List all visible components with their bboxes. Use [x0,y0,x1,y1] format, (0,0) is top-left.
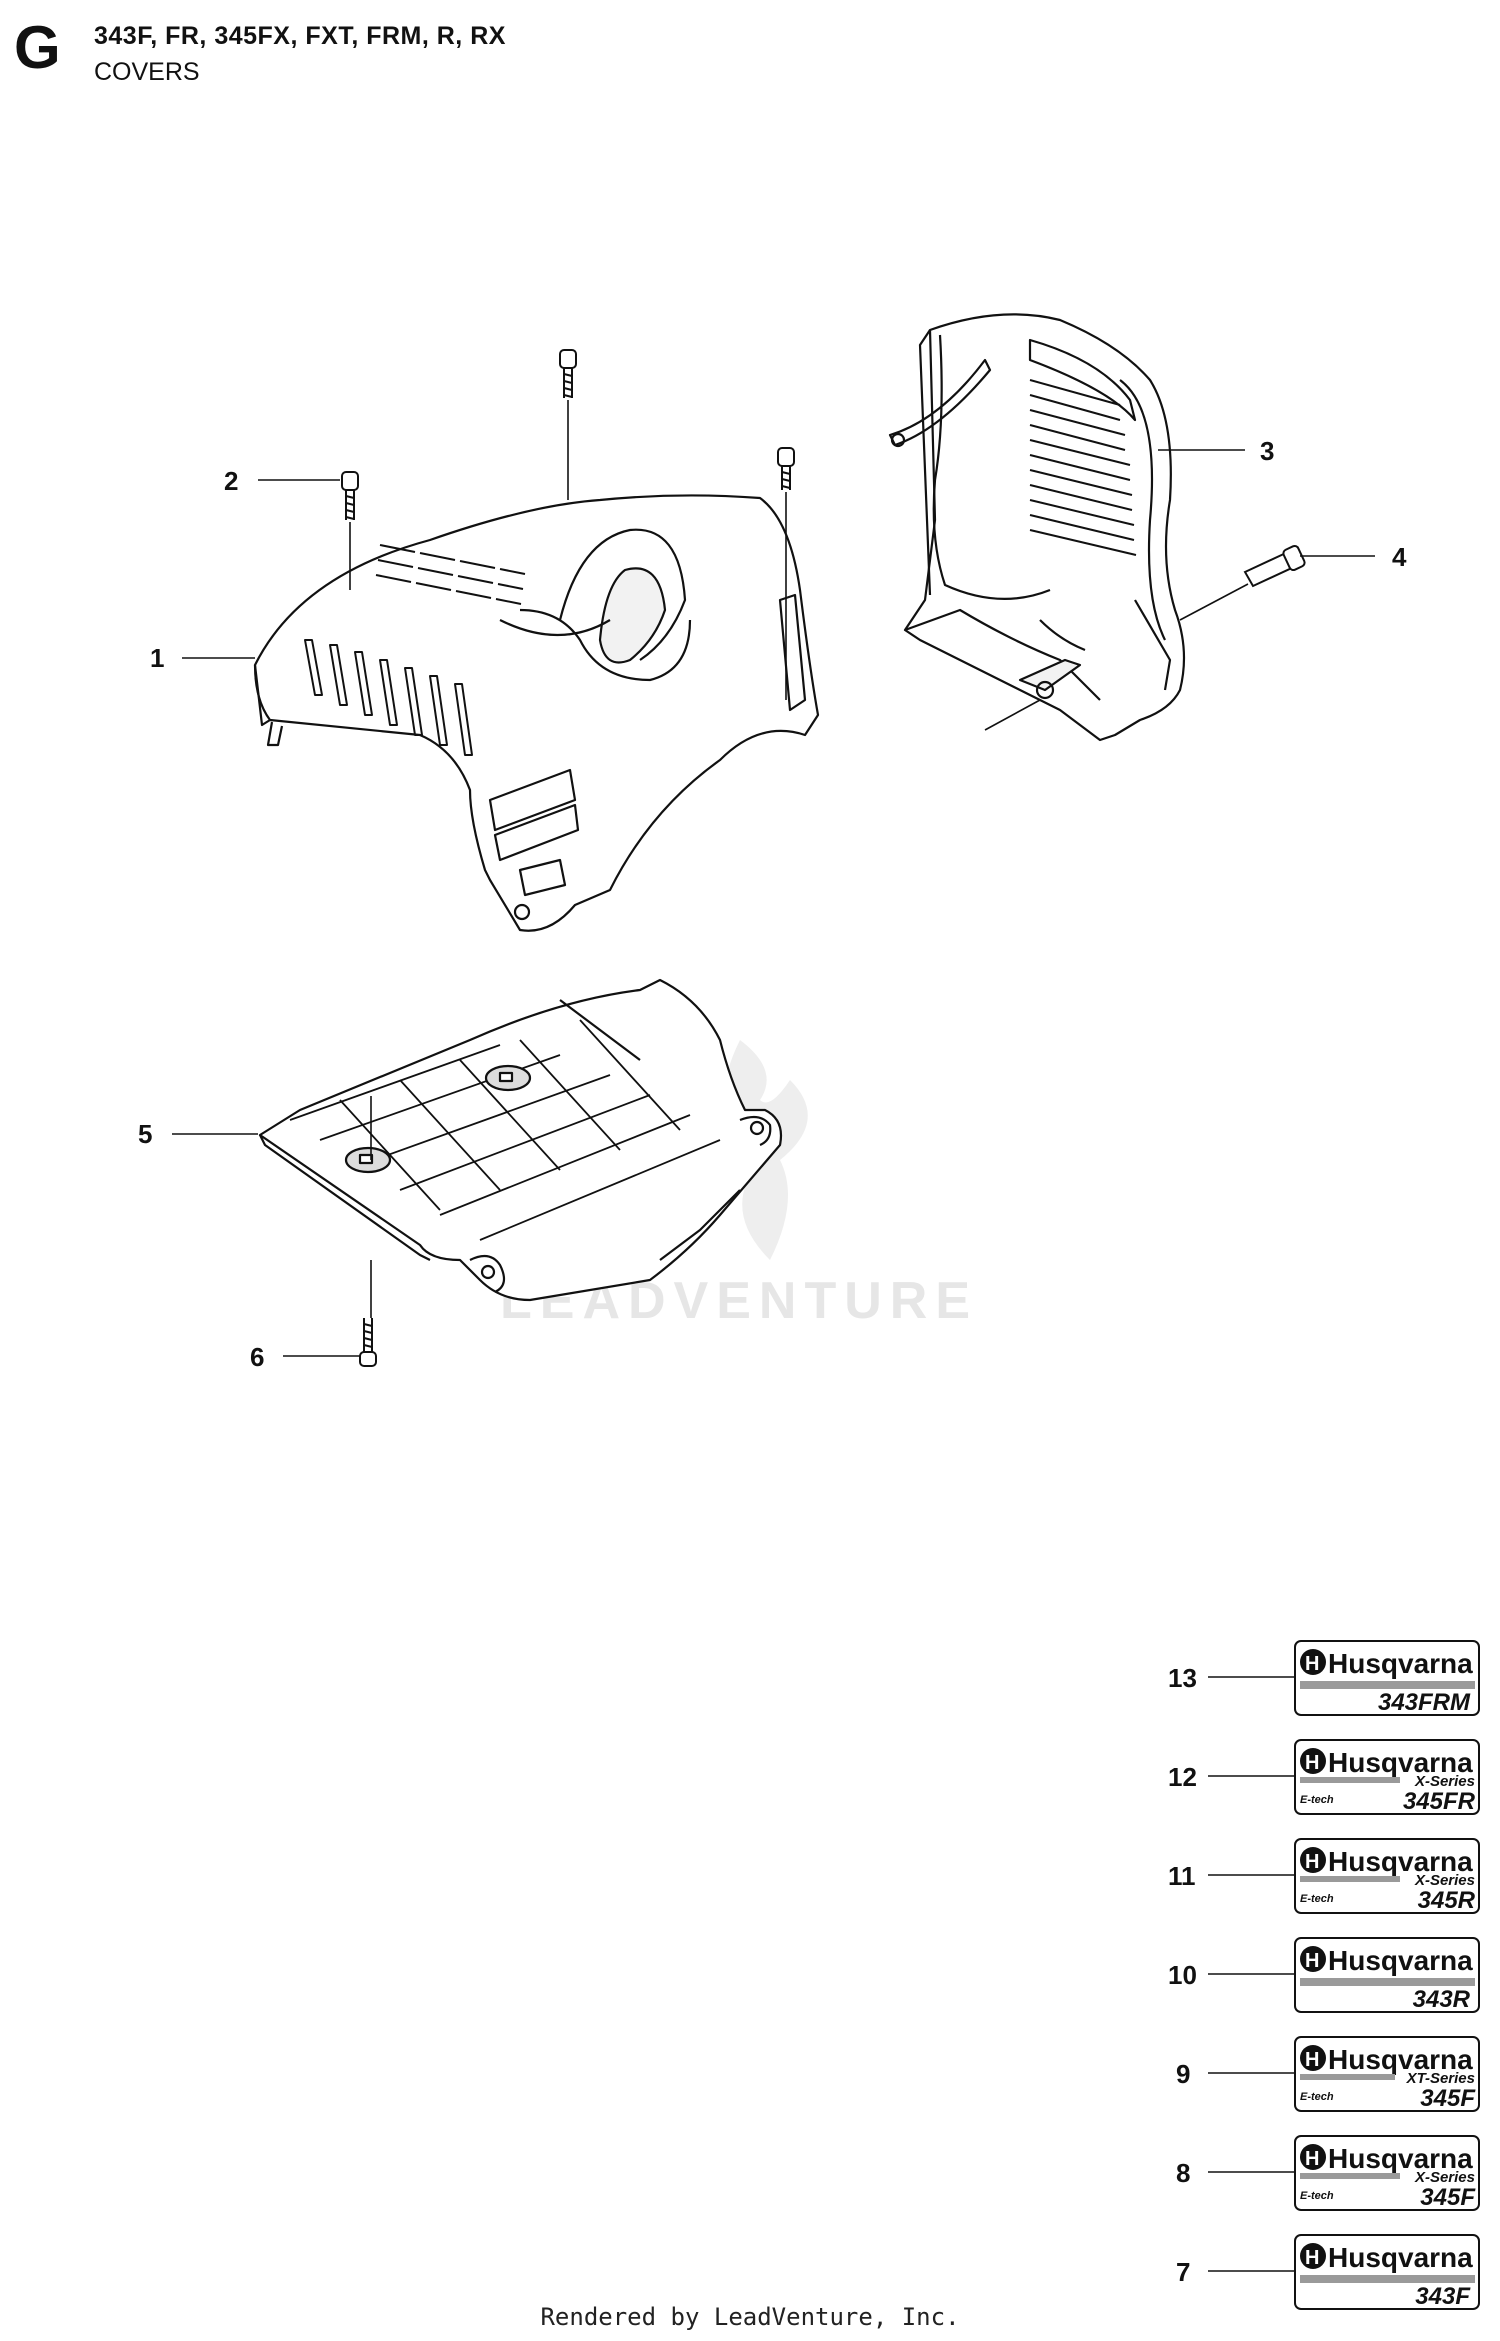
section-letter: G [14,14,61,81]
decal-model: 343FRM [1378,1689,1471,1716]
screw-part-6 [359,1318,377,1367]
decal-brand: Husqvarna [1328,1945,1473,1976]
decal-etech: E-tech [1300,2091,1334,2103]
svg-text:H: H [1305,2148,1319,2170]
decal-model: 345FR [1403,1788,1476,1815]
decal-model: 343R [1413,1986,1471,2013]
svg-text:H: H [1305,1752,1319,1774]
husqvarna-logo-icon: H [1300,2144,1326,2170]
engine-cover-part-1 [253,494,820,932]
decal-10: 10 H Husqvarna 343R [1168,1937,1480,2013]
decal-etech: E-tech [1300,2190,1334,2202]
husqvarna-logo-icon: H [1300,2045,1326,2071]
screw-right [777,447,795,490]
decal-brand: Husqvarna [1328,2242,1473,2273]
callout-label: 2 [224,466,238,496]
screw-part-4 [1243,544,1306,588]
svg-text:H: H [1305,1851,1319,1873]
decal-8: 8 H Husqvarna X-Series E-tech 345F [1176,2135,1480,2211]
diagram-title: COVERS [94,58,200,86]
decal-number: 8 [1176,2158,1190,2188]
decal-brand: Husqvarna [1328,2143,1473,2174]
decal-brand: Husqvarna [1328,2044,1473,2075]
decal-number: 12 [1168,1762,1197,1792]
decal-13: 13 H Husqvarna 343FRM [1168,1640,1480,1716]
decal-number: 10 [1168,1960,1197,1990]
decal-brand: Husqvarna [1328,1648,1473,1679]
decal-7: 7 H Husqvarna 343F [1176,2234,1480,2310]
decal-number: 11 [1168,1861,1196,1891]
decal-brand: Husqvarna [1328,1747,1473,1778]
decal-model: 345F [1420,2085,1476,2112]
husqvarna-logo-icon: H [1300,1946,1326,1972]
decal-series: X-Series [1414,1872,1475,1889]
callout-label: 1 [150,643,164,673]
callout-labels: 1 2 3 4 5 6 [138,436,1407,1372]
decal-etech: E-tech [1300,1794,1334,1806]
svg-text:H: H [1305,1950,1319,1972]
svg-text:H: H [1305,1653,1319,1675]
footer-credit: Rendered by LeadVenture, Inc. [540,2303,960,2331]
husqvarna-logo-icon: H [1300,1649,1326,1675]
side-cover-part-3 [888,313,1186,742]
decal-etech: E-tech [1300,1893,1334,1905]
decal-9: 9 H Husqvarna XT-Series E-tech 345F [1176,2036,1480,2112]
svg-text:H: H [1305,2247,1319,2269]
decal-model: 343F [1415,2283,1471,2310]
decal-model: 345R [1418,1887,1476,1914]
bottom-tray-part-5 [258,978,783,1302]
decal-number: 7 [1176,2257,1190,2287]
decal-series: X-Series [1414,2169,1475,2186]
leader-lines [172,400,1375,1357]
decal-list: 13 H Husqvarna 343FRM 12 H Husqvarna X-S… [1168,1640,1480,2310]
decal-series: X-Series [1414,1773,1475,1790]
screw-part-2 [341,471,359,520]
callout-label: 5 [138,1119,152,1149]
husqvarna-logo-icon: H [1300,2243,1326,2269]
watermark: LEADVENTURE [500,1040,970,1330]
decal-11: 11 H Husqvarna X-Series E-tech 345R [1168,1838,1480,1914]
screw-center [559,349,577,398]
callout-label: 3 [1260,436,1274,466]
decal-number: 9 [1176,2059,1190,2089]
decal-model: 345F [1420,2184,1476,2211]
svg-text:H: H [1305,2049,1319,2071]
husqvarna-logo-icon: H [1300,1748,1326,1774]
husqvarna-logo-icon: H [1300,1847,1326,1873]
model-list: 343F, FR, 345FX, FXT, FRM, R, RX [94,22,506,50]
callout-label: 4 [1392,542,1407,572]
decal-series: XT-Series [1406,2070,1475,2087]
callout-label: 6 [250,1342,264,1372]
decal-12: 12 H Husqvarna X-Series E-tech 345FR [1168,1739,1480,1815]
decal-brand: Husqvarna [1328,1846,1473,1877]
decal-number: 13 [1168,1663,1197,1693]
